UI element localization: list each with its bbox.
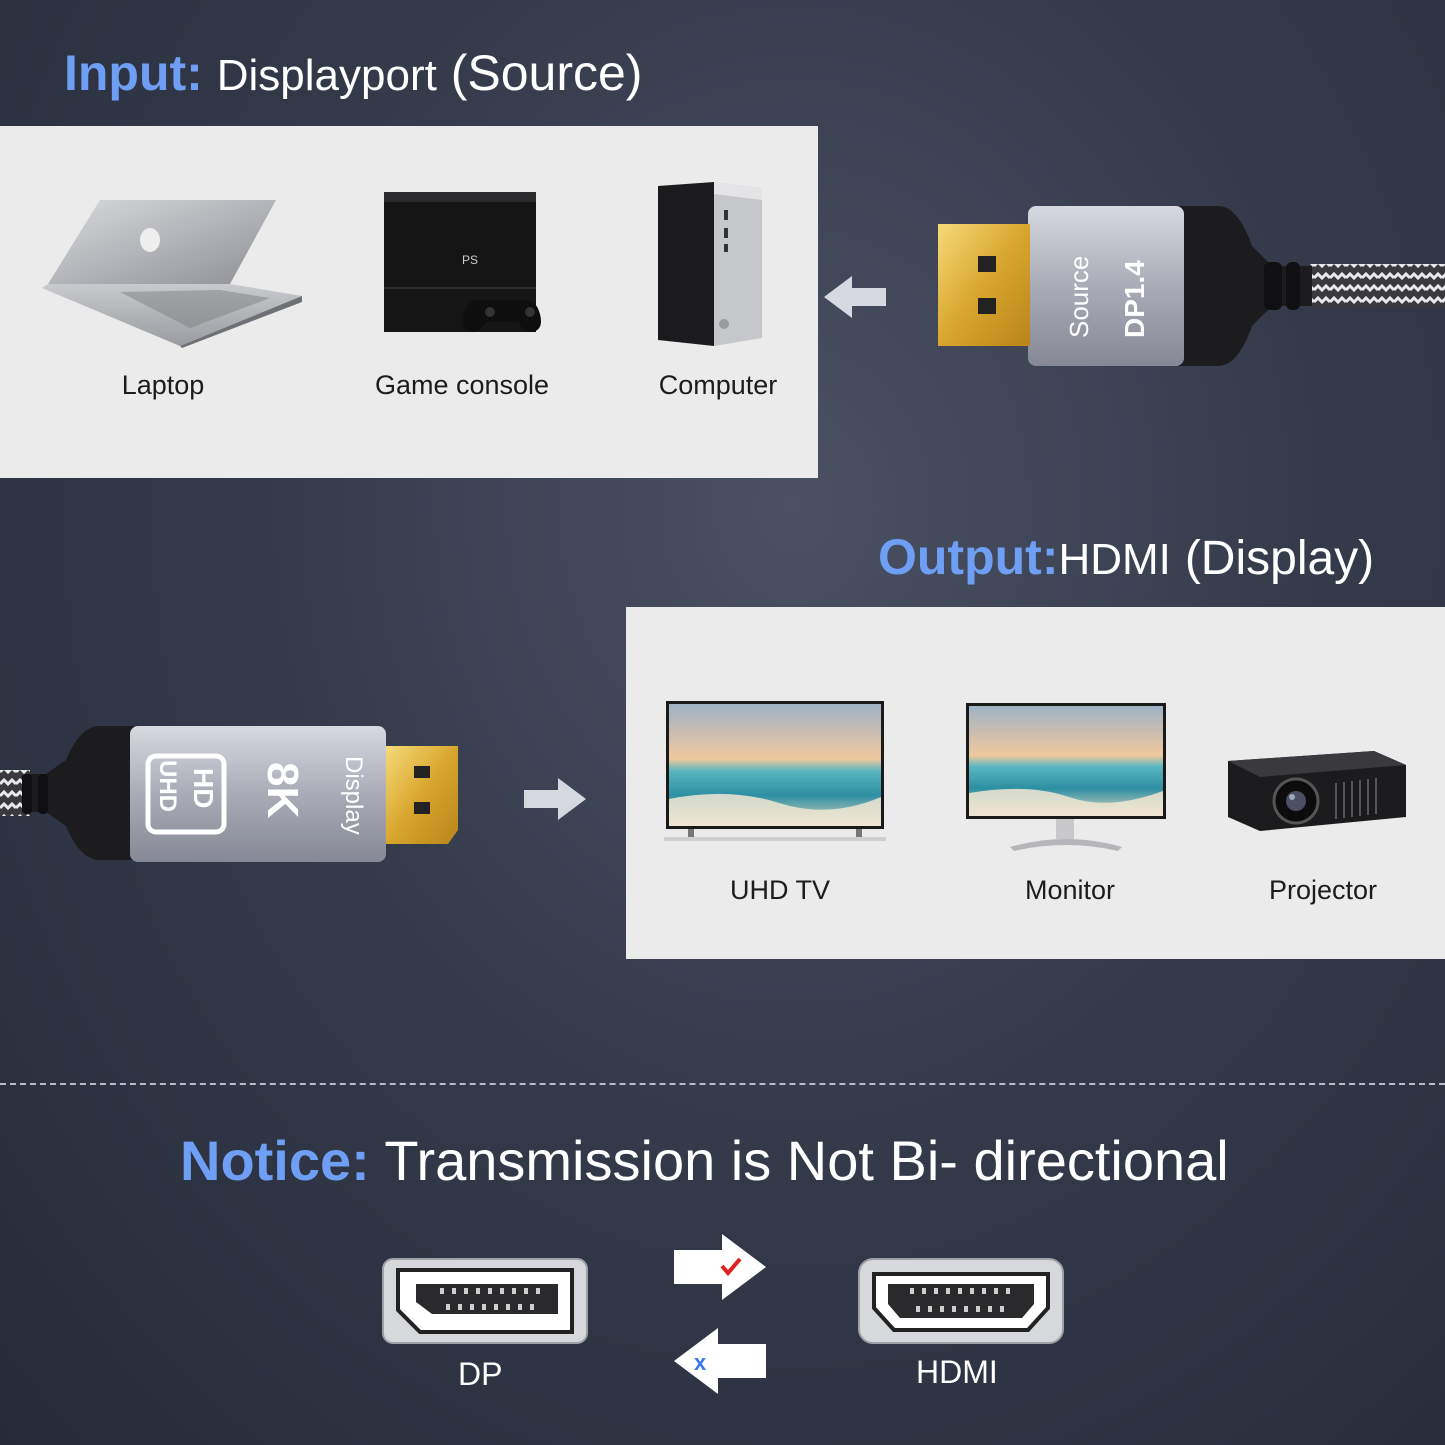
input-heading: Input: Displayport (Source) [64,44,642,102]
output-heading: Output:HDMI (Display) [878,528,1374,586]
projector-icon [1228,751,1406,831]
input-heading-port: Displayport [216,51,437,100]
hdmi-resolution: 8K [258,762,307,818]
output-heading-role: (Display) [1184,532,1375,585]
arrow-right-allowed-icon [674,1234,766,1300]
laptop-label: Laptop [121,370,205,400]
check-icon [720,1257,742,1277]
computer-tower-icon [658,182,762,346]
svg-text:PS: PS [462,253,478,267]
section-divider [0,1083,1445,1085]
hdmi-side-text: Display [340,756,367,835]
hdmi-port-icon [858,1258,1064,1344]
laptop-icon [42,200,302,348]
notice-heading-label: Notice: [180,1129,370,1192]
computer-label: Computer [658,370,778,400]
monitor-icon [966,703,1166,851]
displayport-plug-icon: Source DP1.4 [938,206,1445,366]
input-heading-label: Input: [64,45,203,101]
uhd-tv-label: UHD TV [729,875,831,905]
hdmi-badge-uhd: UHD [154,760,181,812]
arrow-right-icon [524,778,586,820]
dp-port-icon [382,1258,588,1344]
game-console-label: Game console [374,370,550,400]
cross-icon: x [694,1350,707,1375]
output-heading-label: Output: [878,529,1059,585]
arrow-left-icon [824,276,886,318]
projector-label: Projector [1268,875,1378,905]
notice-heading-text: Transmission is Not Bi- directional [384,1129,1229,1192]
arrow-left-blocked-icon: x [674,1328,766,1394]
input-devices-panel: Laptop PS Game console Computer [0,126,818,478]
output-devices-panel: UHD TV Monitor Projector [626,607,1445,959]
input-heading-role: (Source) [450,45,643,101]
output-heading-port: HDMI [1058,535,1171,584]
tv-icon [664,701,886,841]
game-console-icon: PS [384,192,541,332]
dp-side-text-version: DP1.4 [1119,260,1150,338]
hdmi-plug-icon: HD UHD 8K Display [0,726,458,862]
hdmi-badge-hd: HD [188,768,219,808]
hdmi-port-label: HDMI [916,1354,998,1390]
notice-heading: Notice: Transmission is Not Bi- directio… [180,1128,1229,1193]
dp-side-text-source: Source [1064,256,1094,338]
monitor-label: Monitor [1024,875,1116,905]
dp-port-label: DP [458,1356,503,1392]
